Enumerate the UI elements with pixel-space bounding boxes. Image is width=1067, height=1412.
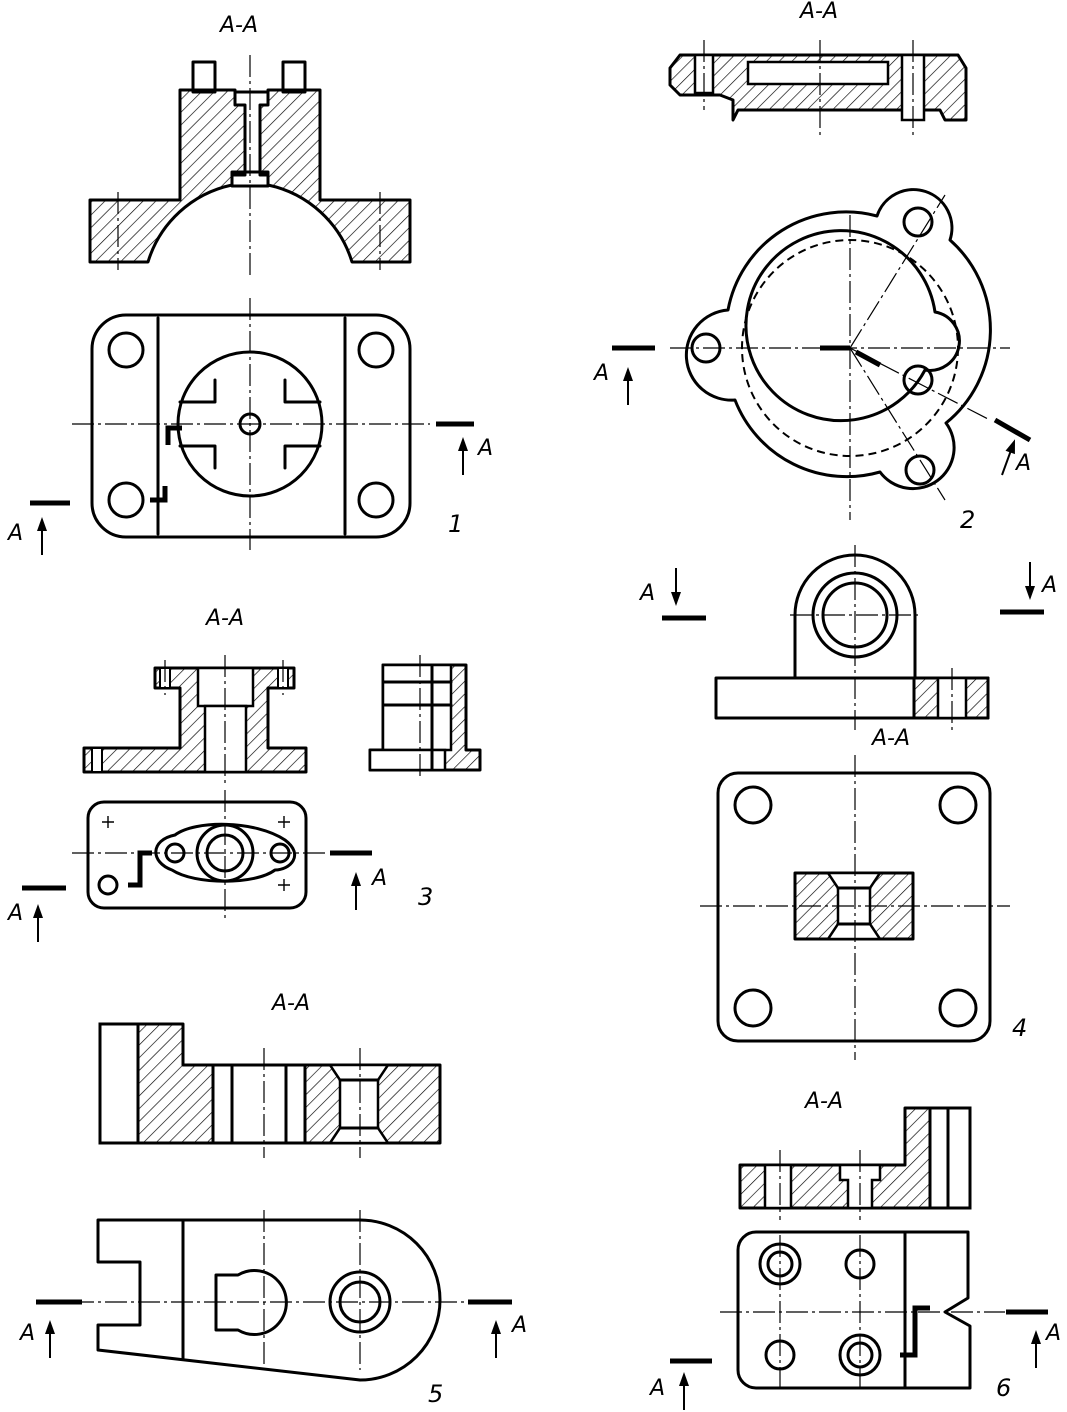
section-view-fig1 (88, 55, 412, 275)
section-title-fig1: A-A (218, 13, 258, 38)
cut-label-fig3-right: A (370, 866, 387, 891)
figure-number-1: 1 (448, 510, 463, 538)
cut-label-fig3-left: A (6, 901, 23, 926)
section-view-fig2 (668, 40, 968, 135)
plan-view-fig2: A A (592, 188, 1032, 520)
cut-label-fig6-left: A (648, 1376, 665, 1401)
section-view-fig6 (738, 1106, 972, 1220)
plan-view-fig6: A A (648, 1230, 1061, 1411)
section-view-fig5 (98, 1022, 442, 1158)
figure-number-2: 2 (960, 506, 975, 534)
section-title-fig4: A-A (870, 726, 910, 751)
cut-label-fig4-right: A (1040, 573, 1057, 598)
plan-view-fig1: A A (6, 298, 493, 556)
figure-5: A-A A A 5 (18, 991, 527, 1408)
figure-number-3: 3 (418, 883, 433, 911)
cut-label-fig1-right: A (476, 436, 493, 461)
cut-label-fig2-left: A (592, 361, 609, 386)
figure-6: A-A A A (648, 1089, 1061, 1411)
figure-3: A-A (6, 606, 482, 943)
cut-label-fig1-left: A (6, 521, 23, 546)
figure-4: A A A-A 4 (638, 545, 1057, 1060)
cut-label-fig2-right: A (1014, 451, 1031, 476)
cut-label-fig5-left: A (18, 1321, 35, 1346)
section-title-fig2: A-A (798, 0, 838, 24)
plan-view-fig5: A A (18, 1210, 527, 1382)
cut-label-fig5-right: A (510, 1313, 527, 1338)
cut-label-fig6-right: A (1044, 1321, 1061, 1346)
section-title-fig6: A-A (803, 1089, 843, 1114)
plan-view-fig3: A A (6, 790, 387, 943)
figure-number-4: 4 (1012, 1014, 1027, 1042)
figure-number-6: 6 (996, 1374, 1011, 1402)
cut-label-fig4-left: A (638, 581, 655, 606)
section-view-fig4 (700, 755, 1010, 1060)
figure-1: A-A (6, 13, 493, 556)
figure-number-5: 5 (428, 1380, 443, 1408)
front-view-fig4: A A (638, 545, 1057, 730)
section-title-fig5: A-A (270, 991, 310, 1016)
side-view-fig3 (368, 655, 482, 780)
figure-2: A-A A (592, 0, 1032, 534)
section-view-fig3 (82, 655, 308, 785)
section-title-fig3: A-A (204, 606, 244, 631)
